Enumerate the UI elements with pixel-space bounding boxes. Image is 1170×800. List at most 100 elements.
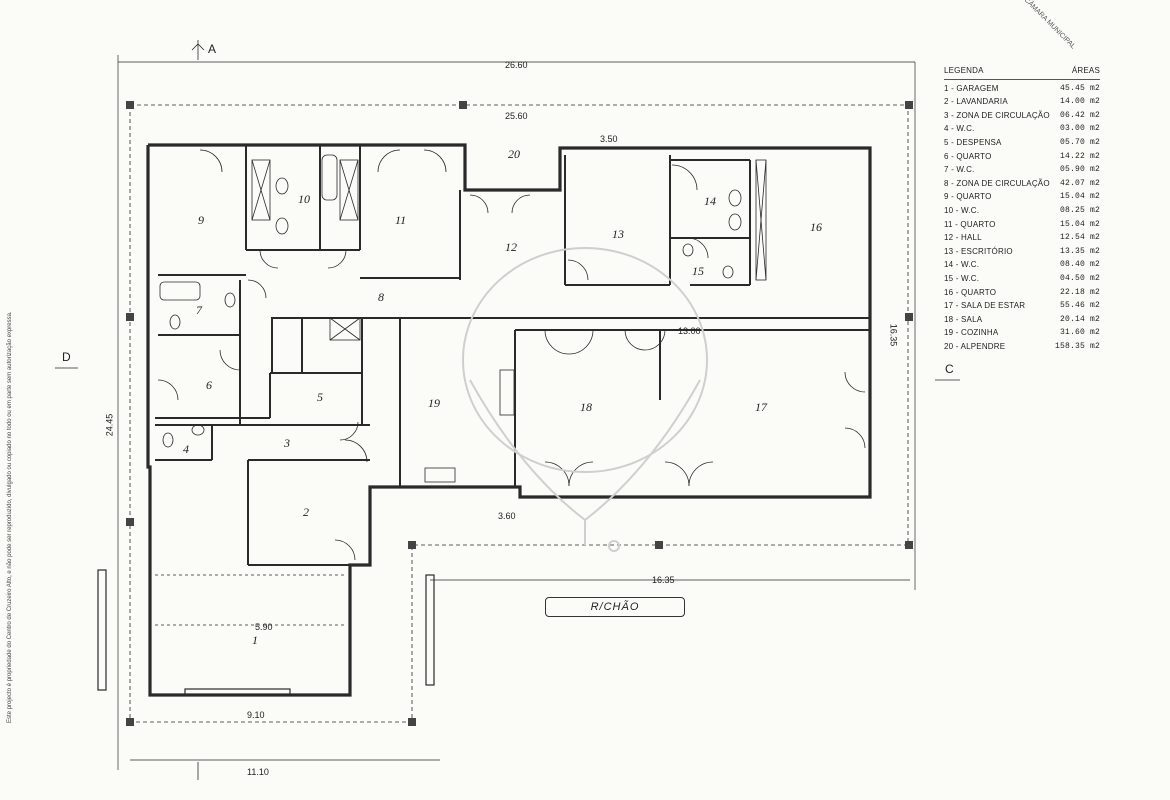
legend: LEGENDA ÁREAS 1 - GARAGEM 45.45 m2 2 - LAV… [944, 64, 1100, 353]
legend-row: 19 - COZINHA 31.60 m2 [944, 326, 1100, 340]
legend-room-label: 9 - QUARTO [944, 192, 992, 202]
legend-room-area: 13.35 m2 [1059, 246, 1100, 256]
dim-bottom-total: 11.10 [247, 767, 269, 777]
dim-garage: 5.90 [255, 622, 273, 632]
room-number-10: 10 [298, 192, 310, 206]
outer-dimension-lines [117, 55, 916, 770]
room-number-9: 9 [198, 213, 204, 227]
legend-room-area: 08.40 m2 [1059, 260, 1100, 270]
copyright-margin-note: Este projecto é propriedade do Centro de… [7, 311, 13, 723]
legend-room-label: 14 - W.C. [944, 260, 980, 270]
section-marker-d: D [62, 350, 71, 364]
dim-left-total: 24.45 [104, 413, 115, 437]
door-swings [157, 149, 866, 561]
legend-room-label: 13 - ESCRITÓRIO [944, 246, 1013, 256]
room-number-13: 13 [612, 227, 624, 241]
section-marker-c: C [945, 362, 954, 376]
legend-header: LEGENDA ÁREAS [944, 64, 1100, 80]
legend-row: 3 - ZONA DE CIRCULAÇÃO 06.42 m2 [944, 109, 1100, 123]
legend-row: 13 - ESCRITÓRIO 13.35 m2 [944, 245, 1100, 259]
legend-room-label: 17 - SALA DE ESTAR [944, 301, 1026, 311]
legend-room-area: 45.45 m2 [1059, 83, 1100, 93]
legend-room-label: 11 - QUARTO [944, 219, 996, 229]
legend-row: 20 - ALPENDRE 158.35 m2 [944, 340, 1100, 354]
room-number-2: 2 [303, 505, 309, 519]
legend-row: 2 - LAVANDARIA 14.00 m2 [944, 95, 1100, 109]
legend-row: 16 - QUARTO 22.18 m2 [944, 286, 1100, 300]
legend-room-label: 16 - QUARTO [944, 287, 997, 297]
room-number-18: 18 [580, 400, 592, 414]
legend-room-area: 22.18 m2 [1059, 287, 1100, 297]
legend-room-label: 15 - W.C. [944, 273, 980, 283]
room-number-11: 11 [395, 213, 407, 227]
legend-room-area: 158.35 m2 [1054, 341, 1100, 351]
legend-room-label: 10 - W.C. [944, 205, 980, 215]
section-lines [55, 40, 960, 780]
room-number-3: 3 [284, 436, 290, 450]
legend-room-label: 19 - COZINHA [944, 328, 999, 338]
legend-row: 14 - W.C. 08.40 m2 [944, 258, 1100, 272]
dim-top-total: 26.60 [505, 60, 528, 70]
legend-room-area: 03.00 m2 [1059, 124, 1100, 134]
legend-room-area: 55.46 m2 [1059, 301, 1100, 311]
fixtures [155, 154, 767, 626]
legend-room-label: 3 - ZONA DE CIRCULAÇÃO [944, 110, 1050, 120]
legend-room-label: 1 - GARAGEM [944, 83, 999, 93]
legend-room-label: 7 - W.C. [944, 165, 975, 175]
garage-openings [97, 569, 435, 696]
legend-row: 9 - QUARTO 15.04 m2 [944, 190, 1100, 204]
legend-room-area: 15.04 m2 [1059, 219, 1100, 229]
legend-room-area: 31.60 m2 [1059, 328, 1100, 338]
legend-row: 11 - QUARTO 15.04 m2 [944, 218, 1100, 232]
room-number-16: 16 [810, 220, 822, 234]
watermark-balloon [462, 247, 708, 552]
legend-room-label: 8 - ZONA DE CIRCULAÇÃO [944, 178, 1050, 188]
dim-top-inner: 25.60 [505, 111, 528, 121]
legend-room-area: 08.25 m2 [1059, 205, 1100, 215]
legend-room-label: 18 - SALA [944, 314, 983, 324]
legend-room-label: 2 - LAVANDARIA [944, 97, 1008, 107]
dim-porch: 3.60 [498, 511, 516, 521]
legend-room-label: 12 - HALL [944, 233, 982, 243]
room-number-5: 5 [317, 390, 323, 404]
section-marker-a: A [208, 42, 217, 56]
exterior-walls [146, 143, 872, 697]
room-number-17: 17 [755, 400, 767, 414]
dim-bottom-inner: 9.10 [247, 710, 265, 720]
legend-title: LEGENDA [944, 66, 984, 75]
legend-row: 4 - W.C. 03.00 m2 [944, 122, 1100, 136]
room-number-4: 4 [183, 442, 189, 456]
room-number-7: 7 [196, 303, 202, 317]
legend-row: 15 - W.C. 04.50 m2 [944, 272, 1100, 286]
legend-room-area: 14.00 m2 [1059, 97, 1100, 107]
dim-living: 13.00 [678, 326, 701, 336]
legend-row: 10 - W.C. 08.25 m2 [944, 204, 1100, 218]
legend-room-label: 6 - QUARTO [944, 151, 992, 161]
porch-columns [126, 101, 913, 726]
drawing-title: R/CHÃO [545, 597, 685, 617]
legend-room-area: 06.42 m2 [1059, 110, 1100, 120]
legend-room-area: 05.70 m2 [1059, 137, 1100, 147]
dim-right-total: 16.35 [888, 323, 899, 347]
interior-walls [155, 145, 870, 566]
legend-room-area: 05.90 m2 [1059, 165, 1100, 175]
room-number-14: 14 [704, 194, 716, 208]
legend-row: 6 - QUARTO 14.22 m2 [944, 150, 1100, 164]
room-number-15: 15 [692, 264, 704, 278]
room-number-20: 20 [508, 147, 520, 161]
room-number-1: 1 [252, 633, 258, 647]
room-number-6: 6 [206, 378, 212, 392]
legend-room-area: 14.22 m2 [1059, 151, 1100, 161]
dim-bottom-right: 16.35 [652, 575, 675, 585]
legend-rows: 1 - GARAGEM 45.45 m2 2 - LAVANDARIA 14.00 m… [944, 82, 1100, 354]
legend-room-area: 15.04 m2 [1059, 192, 1100, 202]
legend-room-area: 04.50 m2 [1059, 273, 1100, 283]
legend-area-header: ÁREAS [1071, 66, 1100, 75]
legend-room-label: 4 - W.C. [944, 124, 975, 134]
legend-room-label: 20 - ALPENDRE [944, 341, 1006, 351]
